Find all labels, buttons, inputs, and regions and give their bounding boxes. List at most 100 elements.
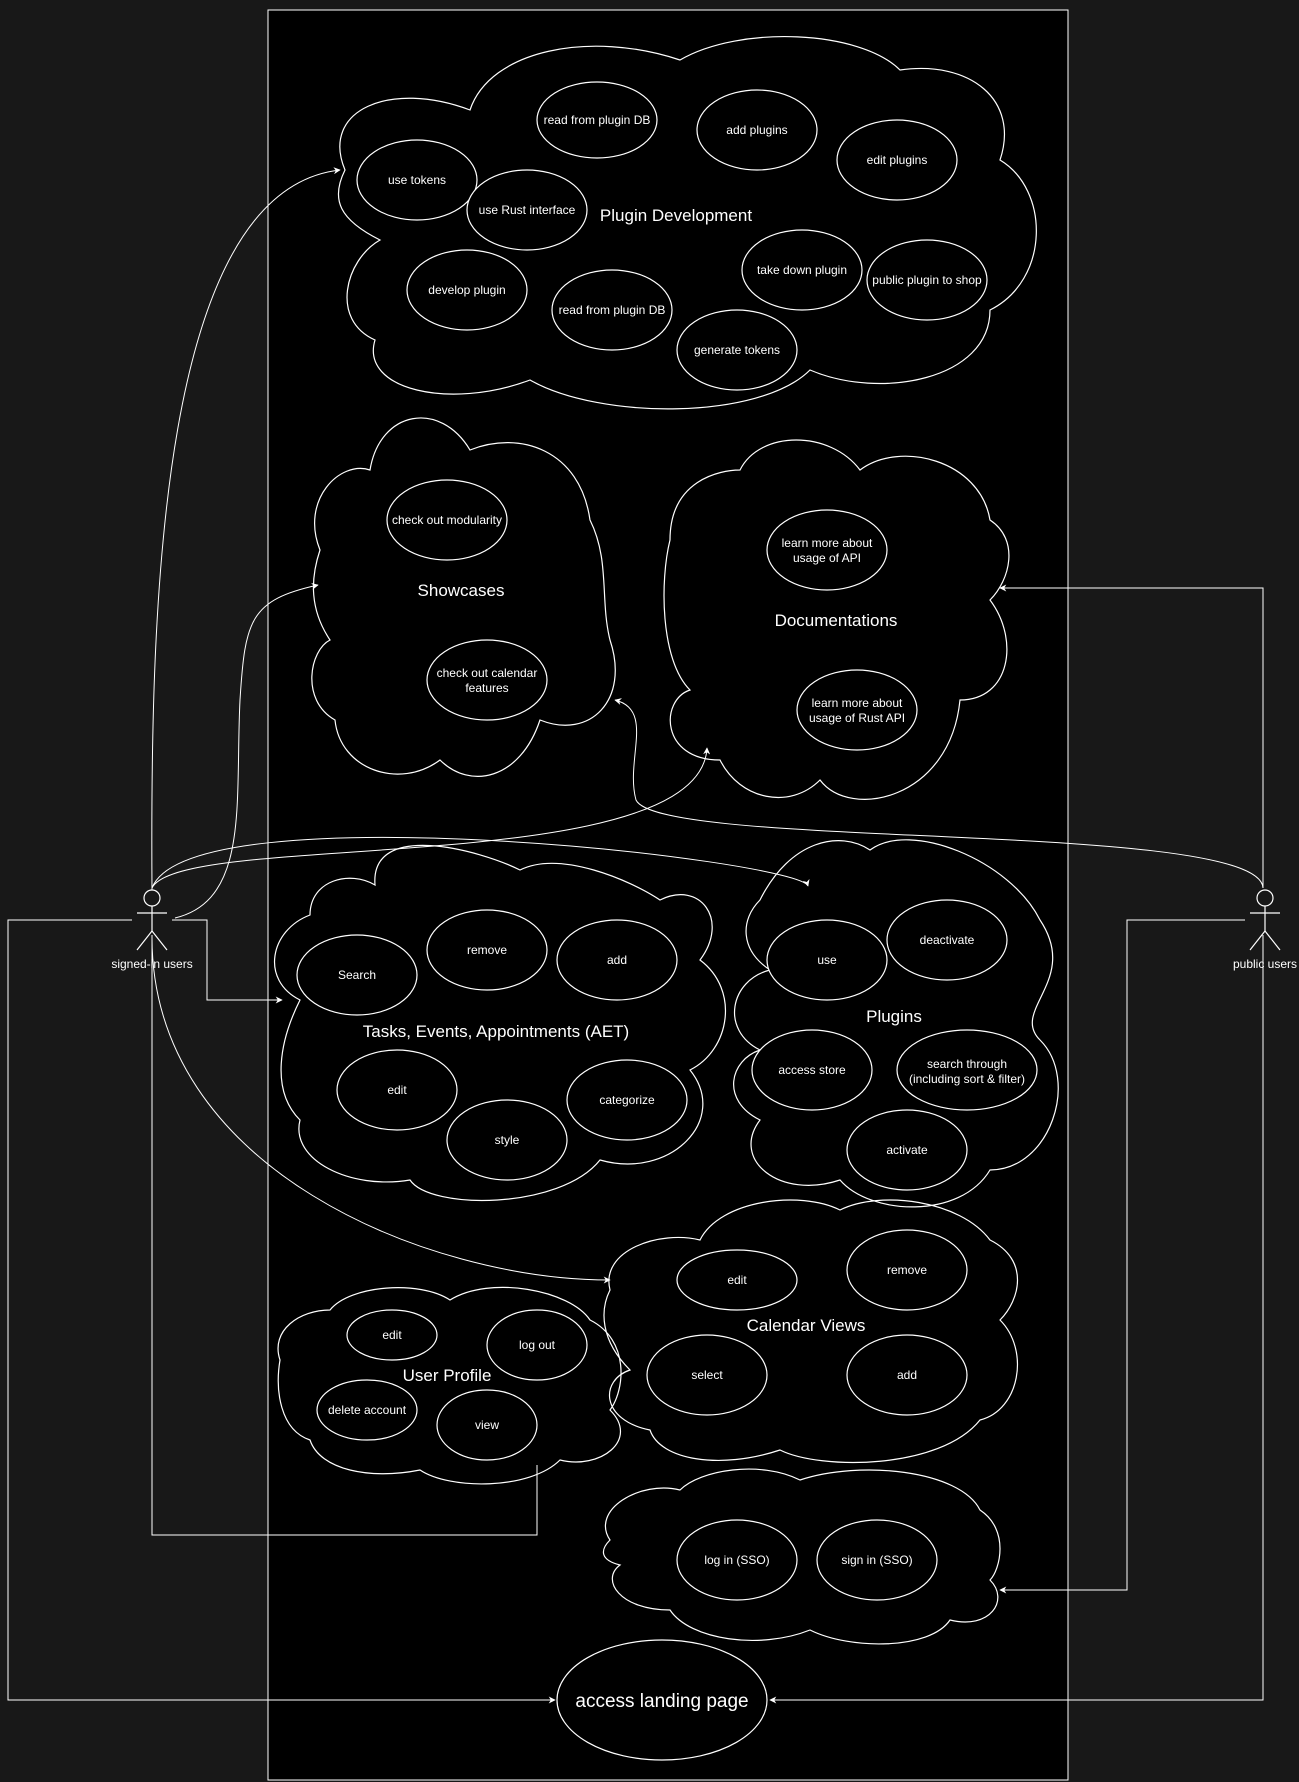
svg-text:read from plugin DB: read from plugin DB — [559, 303, 666, 317]
svg-text:use: use — [817, 953, 837, 967]
svg-text:edit: edit — [382, 1328, 402, 1342]
svg-text:access landing page: access landing page — [575, 1691, 748, 1712]
actor-label-public: public users — [1233, 957, 1297, 971]
use-case-calendar-select[interactable]: select — [646, 1334, 768, 1416]
link-signed-in-calendar — [151, 934, 611, 1284]
svg-text:edit: edit — [727, 1273, 747, 1287]
svg-text:add plugins: add plugins — [726, 123, 787, 137]
svg-text:develop plugin: develop plugin — [428, 283, 505, 297]
use-case-aet-add[interactable]: add — [556, 919, 678, 1001]
link-signed-in-aet — [172, 919, 283, 1004]
use-case-aet-categorize[interactable]: categorize — [566, 1059, 688, 1141]
use-case-plugins-access-store[interactable]: access store — [751, 1029, 873, 1111]
use-case-edit-plugins[interactable]: edit plugins — [836, 119, 958, 201]
svg-text:(including sort & filter): (including sort & filter) — [909, 1072, 1025, 1086]
group-title-plugins: Plugins — [866, 1007, 922, 1026]
use-case-plugins-deactivate[interactable]: deactivate — [886, 899, 1008, 981]
link-signed-in-plugins — [151, 836, 810, 889]
use-case-calendar-add[interactable]: add — [846, 1334, 968, 1416]
use-case-calendar-remove[interactable]: remove — [846, 1229, 968, 1311]
use-case-use-rust-interface[interactable]: use Rust interface — [466, 169, 588, 251]
link-public-showcases — [614, 698, 1264, 889]
use-case-aet-remove[interactable]: remove — [426, 909, 548, 991]
svg-text:add: add — [607, 953, 627, 967]
svg-text:read from plugin DB: read from plugin DB — [544, 113, 651, 127]
svg-text:log in (SSO): log in (SSO) — [704, 1553, 769, 1567]
svg-text:features: features — [465, 681, 508, 695]
use-case-plugins-activate[interactable]: activate — [846, 1109, 968, 1191]
group-title-calendar-views: Calendar Views — [747, 1316, 866, 1335]
use-case-learn-api[interactable]: learn more about usage of API — [766, 509, 888, 591]
use-case-calendar-edit[interactable]: edit — [676, 1249, 798, 1311]
use-case-check-out-calendar-features[interactable]: check out calendar features — [426, 639, 548, 721]
use-case-develop-plugin[interactable]: develop plugin — [406, 249, 528, 331]
svg-text:use tokens: use tokens — [388, 173, 446, 187]
cloud-showcases — [311, 417, 616, 777]
link-public-documentations — [999, 584, 1264, 888]
use-case-check-out-modularity[interactable]: check out modularity — [386, 479, 508, 561]
use-case-plugins-use[interactable]: use — [766, 919, 888, 1001]
use-case-read-plugin-db-1[interactable]: read from plugin DB — [536, 81, 658, 159]
svg-text:search through: search through — [927, 1057, 1007, 1071]
svg-text:deactivate: deactivate — [920, 933, 975, 947]
actor-public-users[interactable] — [1249, 889, 1281, 951]
use-case-aet-search[interactable]: Search — [296, 934, 418, 1016]
use-case-add-plugins[interactable]: add plugins — [696, 89, 818, 171]
svg-text:check out calendar: check out calendar — [437, 666, 538, 680]
use-case-profile-edit[interactable]: edit — [346, 1309, 438, 1361]
cloud-aet — [273, 844, 726, 1202]
svg-text:usage of Rust API: usage of Rust API — [809, 711, 905, 725]
link-signed-in-documentations — [151, 747, 711, 889]
svg-text:public plugin to shop: public plugin to shop — [872, 273, 982, 287]
use-case-profile-delete-account[interactable]: delete account — [316, 1379, 418, 1441]
link-signed-in-plugin-dev — [151, 167, 341, 891]
svg-text:use Rust interface: use Rust interface — [479, 203, 576, 217]
link-public-auth — [999, 919, 1245, 1594]
use-case-read-plugin-db-2[interactable]: read from plugin DB — [551, 269, 673, 351]
use-case-use-tokens[interactable]: use tokens — [356, 139, 478, 221]
use-case-sign-in-sso[interactable]: sign in (SSO) — [816, 1519, 938, 1601]
use-case-plugins-search[interactable]: search through (including sort & filter) — [896, 1029, 1038, 1111]
cloud-auth — [602, 1468, 1001, 1645]
svg-text:categorize: categorize — [599, 1093, 655, 1107]
use-case-public-plugin-to-shop[interactable]: public plugin to shop — [866, 239, 988, 321]
use-case-aet-style[interactable]: style — [446, 1099, 568, 1181]
use-case-generate-tokens[interactable]: generate tokens — [676, 309, 798, 391]
cloud-plugin-development — [337, 36, 1037, 410]
use-case-profile-view[interactable]: view — [436, 1389, 538, 1461]
use-case-access-landing-page[interactable]: access landing page — [556, 1639, 768, 1761]
svg-text:access store: access store — [778, 1063, 846, 1077]
link-signed-in-landing — [7, 919, 556, 1704]
svg-text:remove: remove — [887, 1263, 927, 1277]
svg-text:delete account: delete account — [328, 1403, 407, 1417]
use-case-learn-rust-api[interactable]: learn more about usage of Rust API — [796, 669, 918, 751]
svg-text:select: select — [691, 1368, 723, 1382]
link-profile-to-signed-in — [151, 935, 538, 1536]
link-public-landing — [769, 935, 1264, 1704]
svg-text:remove: remove — [467, 943, 507, 957]
cloud-plugins — [733, 839, 1059, 1208]
use-case-profile-log-out[interactable]: log out — [486, 1309, 588, 1381]
svg-text:check out modularity: check out modularity — [392, 513, 502, 527]
svg-text:take down plugin: take down plugin — [757, 263, 847, 277]
svg-text:Search: Search — [338, 968, 376, 982]
svg-text:usage of API: usage of API — [793, 551, 861, 565]
use-case-aet-edit[interactable]: edit — [336, 1049, 458, 1131]
svg-text:style: style — [495, 1133, 520, 1147]
group-title-user-profile: User Profile — [403, 1366, 492, 1385]
cloud-documentations — [663, 439, 1010, 800]
svg-text:add: add — [897, 1368, 917, 1382]
actor-signed-in-users[interactable] — [136, 889, 168, 951]
cloud-user-profile — [277, 1286, 622, 1485]
svg-text:view: view — [475, 1418, 499, 1432]
cloud-calendar-views — [603, 1199, 1019, 1464]
use-case-log-in-sso[interactable]: log in (SSO) — [676, 1519, 798, 1601]
group-title-documentations: Documentations — [775, 611, 898, 630]
actor-label-signed-in: signed-in users — [111, 957, 192, 971]
group-title-showcases: Showcases — [418, 581, 505, 600]
svg-text:sign in (SSO): sign in (SSO) — [841, 1553, 912, 1567]
svg-text:learn more about: learn more about — [812, 696, 903, 710]
svg-text:edit plugins: edit plugins — [867, 153, 928, 167]
use-case-take-down-plugin[interactable]: take down plugin — [741, 229, 863, 311]
